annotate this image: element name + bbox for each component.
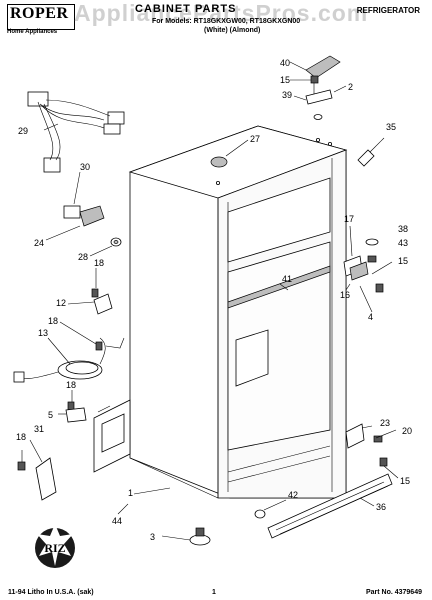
callout-40: 40 xyxy=(280,58,290,68)
part-5-screw-18 xyxy=(58,390,87,423)
brand-logo: ROPER xyxy=(7,4,75,30)
callout-15c: 15 xyxy=(400,476,410,486)
callout-1: 1 xyxy=(128,488,133,498)
callout-17: 17 xyxy=(344,214,354,224)
callout-18a: 18 xyxy=(94,258,104,268)
wiring-harness-29 xyxy=(27,91,125,173)
bottom-hinge-23-20 xyxy=(345,423,399,479)
leveler-3 xyxy=(161,527,211,546)
callout-38: 38 xyxy=(398,224,408,234)
callout-18c: 18 xyxy=(66,380,76,390)
part-35 xyxy=(357,137,385,167)
footer-part-number: Part No. 4379649 xyxy=(365,589,422,596)
cabinet-shell xyxy=(128,125,348,499)
top-hinge-assembly xyxy=(289,55,347,120)
callout-labels: 40 15 2 39 35 29 27 30 24 17 38 43 15 28… xyxy=(16,58,412,542)
watermark: AppliancePartsPros.com xyxy=(74,0,369,26)
callout-43: 43 xyxy=(398,238,408,248)
callout-27: 27 xyxy=(250,134,260,144)
callout-18d: 18 xyxy=(16,432,26,442)
callout-2: 2 xyxy=(348,82,353,92)
callout-18b: 18 xyxy=(48,316,58,326)
section-title: CABINET PARTS xyxy=(135,3,237,15)
callout-31: 31 xyxy=(34,424,44,434)
riz-badge: RIZ xyxy=(35,524,75,568)
toe-grille-36 xyxy=(267,473,393,539)
callout-42: 42 xyxy=(288,490,298,500)
callout-29: 29 xyxy=(18,126,28,136)
callout-23: 23 xyxy=(380,418,390,428)
brand-name: ROPER xyxy=(10,5,69,22)
callout-44: 44 xyxy=(112,516,122,526)
callout-13: 13 xyxy=(38,328,48,338)
callout-30: 30 xyxy=(80,162,90,172)
model-colors: (White) (Almond) xyxy=(204,27,261,34)
center-hinge-17 xyxy=(343,225,393,313)
callout-4: 4 xyxy=(368,312,373,322)
top-plug-27 xyxy=(210,139,249,168)
callout-15: 15 xyxy=(280,75,290,85)
footer-page: 1 xyxy=(212,589,216,596)
callout-41: 41 xyxy=(282,274,292,284)
footer-litho: 11-94 Litho In U.S.A. (sak) xyxy=(8,589,94,596)
callout-36: 36 xyxy=(376,502,386,512)
bracket-12-screw-18 xyxy=(67,268,113,315)
rail-41 xyxy=(279,283,289,291)
panel-44 xyxy=(93,399,131,473)
callout-28: 28 xyxy=(78,252,88,262)
appliance-type: REFRIGERATOR xyxy=(356,6,420,15)
badge-text: RIZ xyxy=(44,541,65,555)
model-numbers: For Models: RT18GKXGW00, RT18GKXGN00 xyxy=(152,18,301,25)
callout-5: 5 xyxy=(48,410,53,420)
callout-20: 20 xyxy=(402,426,412,436)
callout-16: 16 xyxy=(340,290,350,300)
part-31 xyxy=(29,439,57,501)
latch-30-24 xyxy=(45,171,105,241)
callout-3: 3 xyxy=(150,532,155,542)
part-28 xyxy=(89,237,122,257)
brand-subtitle: Home Appliances xyxy=(7,29,58,35)
harness-13 xyxy=(13,321,125,383)
screw-18-lower xyxy=(17,450,26,471)
callout-24: 24 xyxy=(34,238,44,248)
part-42 xyxy=(254,499,287,519)
callout-15b: 15 xyxy=(398,256,408,266)
callout-12: 12 xyxy=(56,298,66,308)
callout-39: 39 xyxy=(282,90,292,100)
callout-35: 35 xyxy=(386,122,396,132)
